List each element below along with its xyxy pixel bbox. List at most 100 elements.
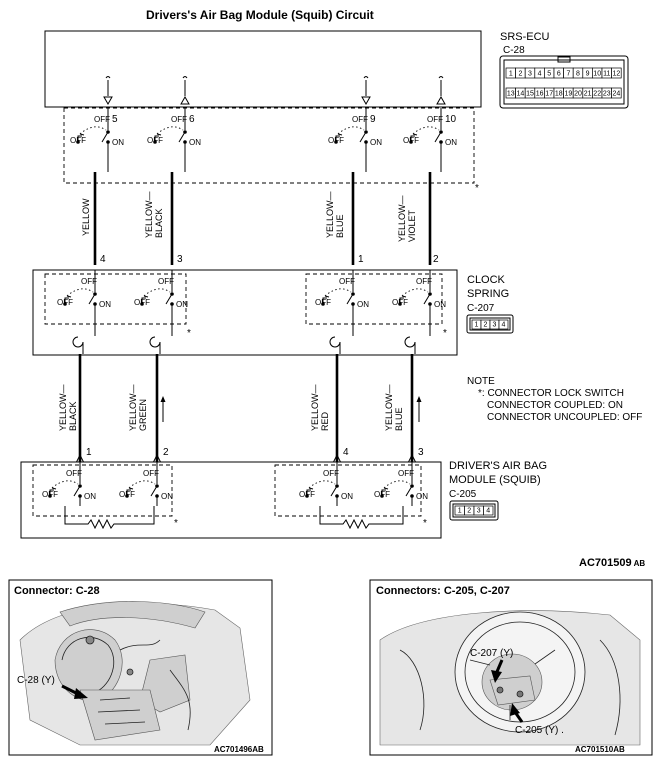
svg-text:YELLOW—: YELLOW— — [144, 191, 154, 238]
ecu-pin-5: 5 — [112, 114, 118, 125]
current-direction-arrows — [160, 396, 422, 422]
panel-c207-callout: C-207 (Y) — [470, 648, 513, 659]
airbag-asterisk-left: * — [174, 518, 178, 529]
svg-text:OFF: OFF — [403, 136, 419, 145]
svg-text:1: 1 — [475, 322, 479, 329]
c207-pin-2: 2 — [480, 319, 491, 330]
svg-text:OFF: OFF — [119, 490, 135, 499]
svg-text:18: 18 — [555, 91, 563, 98]
c205-pin-3: 3 — [473, 505, 484, 516]
airbag-module-connector-label: C-205 — [449, 489, 477, 500]
ecu-asterisk: * — [475, 183, 479, 194]
svg-text:3: 3 — [528, 71, 532, 78]
wire-label-yellow-violet: YELLOW— VIOLET — [397, 195, 417, 242]
clock-spring-pin-3: 3 — [177, 254, 183, 265]
c207-pin-4: 4 — [498, 319, 509, 330]
airbag-right-switch-area — [274, 464, 422, 517]
c28-pin-9: 9 — [582, 67, 593, 79]
c28-pin-6: 6 — [553, 67, 564, 79]
svg-text:BLUE: BLUE — [335, 214, 345, 238]
c28-pin-5: 5 — [544, 67, 555, 79]
clock-spring-box — [32, 269, 458, 356]
wire-label-yellow-green-lower: YELLOW— GREEN — [128, 384, 148, 431]
svg-text:4: 4 — [502, 322, 506, 329]
svg-text:YELLOW—: YELLOW— — [58, 384, 68, 431]
ecu-pin-6: 6 — [189, 114, 195, 125]
svg-text:OFF: OFF — [398, 469, 414, 478]
svg-text:14: 14 — [517, 91, 525, 98]
clock-spring-connector-label: C-207 — [467, 303, 495, 314]
svg-text:15: 15 — [526, 91, 534, 98]
svg-text:12: 12 — [613, 71, 621, 78]
svg-text:4: 4 — [538, 71, 542, 78]
airbag-pin-4: 4 — [343, 447, 349, 458]
c205-pin-1: 1 — [454, 505, 465, 516]
svg-text:9: 9 — [586, 71, 590, 78]
clock-spring-left-switch-area — [44, 273, 187, 325]
clock-spring-pin-4: 4 — [100, 254, 106, 265]
c207-pin-1: 1 — [471, 319, 482, 330]
note-heading: NOTE — [467, 376, 495, 387]
clock-spring-asterisk-left: * — [187, 328, 191, 339]
c28-pin-2: 2 — [515, 67, 526, 79]
airbag-pin-1: 1 — [86, 447, 92, 458]
svg-text:ON: ON — [370, 138, 382, 147]
panel-c28-location: Connector: C-28 C-28 (Y) AC701496AB — [8, 579, 273, 756]
steering-wheel-illustration — [379, 610, 641, 746]
c28-pin-18: 18 — [553, 87, 564, 99]
svg-text:BLACK: BLACK — [154, 208, 164, 238]
wire-label-yellow-red-lower: YELLOW— RED — [310, 384, 330, 431]
wire-label-yellow-black-lower: YELLOW— BLACK — [58, 384, 78, 431]
svg-text:OFF: OFF — [352, 115, 368, 124]
note-line1: *: CONNECTOR LOCK SWITCH — [478, 388, 624, 399]
svg-text:5: 5 — [547, 71, 551, 78]
panel-c205-callout: C-205 (Y) . — [515, 725, 564, 736]
svg-text:YELLOW—: YELLOW— — [310, 384, 320, 431]
c28-pin-17: 17 — [544, 87, 555, 99]
svg-text:GREEN: GREEN — [138, 399, 148, 431]
c207-pin-3: 3 — [489, 319, 500, 330]
svg-text:OFF: OFF — [171, 115, 187, 124]
panel-c205-c207-code: AC701510AB — [575, 745, 625, 754]
svg-text:1: 1 — [509, 71, 513, 78]
dashboard-illustration — [19, 601, 251, 746]
svg-text:16: 16 — [536, 91, 544, 98]
clock-spring-asterisk-right: * — [443, 328, 447, 339]
svg-text:OFF: OFF — [134, 298, 150, 307]
c28-pin-16: 16 — [534, 87, 545, 99]
airbag-module-label-line1: DRIVER'S AIR BAG — [449, 460, 547, 472]
svg-text:RED: RED — [320, 411, 330, 431]
diagram-title: Drivers's Air Bag Module (Squib) Circuit — [146, 8, 374, 22]
svg-text:ON: ON — [99, 300, 111, 309]
svg-text:VIOLET: VIOLET — [407, 209, 417, 242]
svg-text:3: 3 — [493, 322, 497, 329]
c28-pin-4: 4 — [534, 67, 545, 79]
airbag-connector-pins — [76, 453, 416, 463]
svg-text:OFF: OFF — [339, 277, 355, 286]
c28-pin-1: 1 — [505, 67, 516, 79]
svg-text:OFF: OFF — [328, 136, 344, 145]
c28-pin-19: 19 — [563, 87, 574, 99]
svg-text:YELLOW—: YELLOW— — [325, 191, 335, 238]
svg-text:10: 10 — [593, 71, 601, 78]
svg-text:YELLOW—: YELLOW— — [397, 195, 407, 242]
svg-text:OFF: OFF — [81, 277, 97, 286]
svg-text:4: 4 — [486, 508, 490, 515]
svg-text:2: 2 — [484, 322, 488, 329]
svg-text:OFF: OFF — [374, 490, 390, 499]
svg-text:22: 22 — [593, 91, 601, 98]
svg-text:ON: ON — [112, 138, 124, 147]
svg-text:ON: ON — [84, 492, 96, 501]
panel-c28-title: Connector: C-28 — [14, 585, 100, 597]
svg-text:YELLOW—: YELLOW— — [128, 384, 138, 431]
ecu-pin-9: 9 — [370, 114, 376, 125]
airbag-module-box — [20, 461, 442, 539]
c28-pin-8: 8 — [572, 67, 584, 79]
